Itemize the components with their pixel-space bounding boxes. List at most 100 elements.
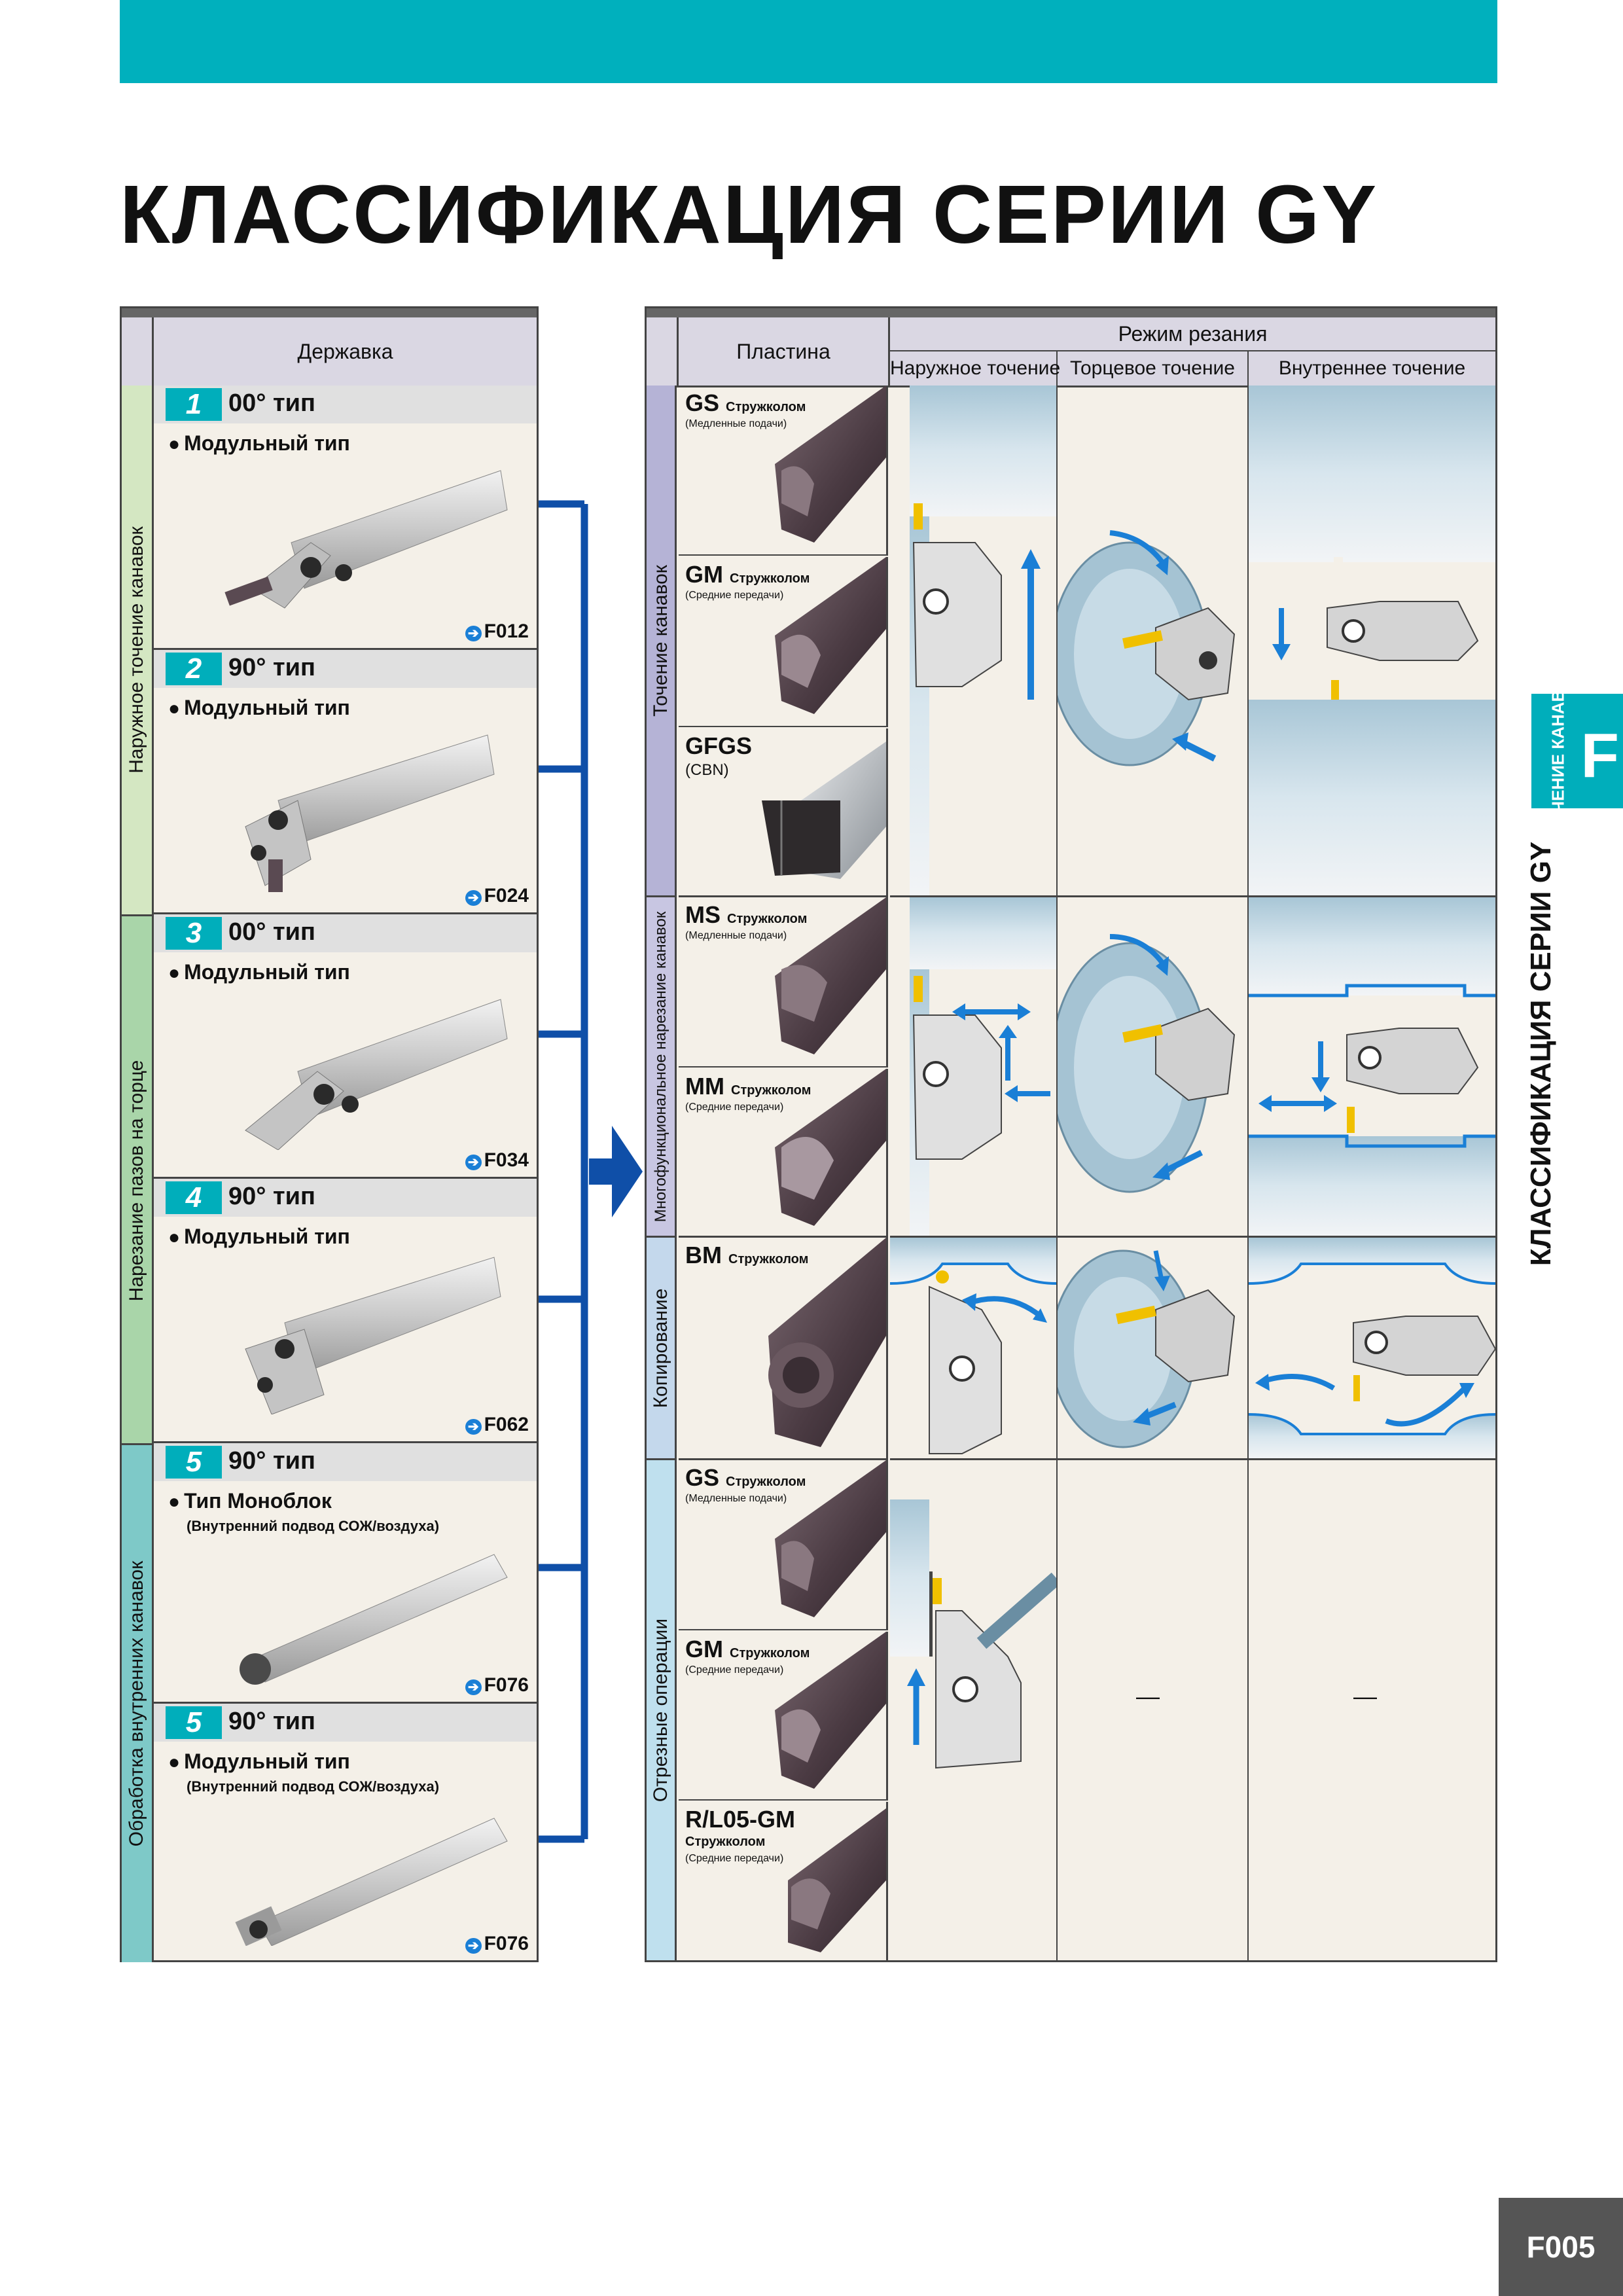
holder-number-badge: 5	[166, 1446, 222, 1479]
holder-tool-image	[235, 1818, 508, 1946]
diagram-parting-face: —	[1058, 1460, 1249, 1960]
insert-group-label: Копирование	[649, 1288, 671, 1408]
holder-row[interactable]: 2 90° тип Модульный тип F024	[154, 650, 537, 914]
insert-group-label: Точение канавок	[649, 564, 671, 717]
insert-cell[interactable]: GM Стружколом (Средние передачи)	[679, 557, 888, 727]
diagram-profile-internal	[1249, 1238, 1495, 1460]
insert-code: GM Стружколом	[685, 561, 810, 588]
holder-group-label: Обработка внутренних канавок	[126, 1560, 147, 1847]
insert-cell[interactable]: GM Стружколом (Средние передачи)	[679, 1632, 888, 1801]
holder-type: 90° тип	[228, 1708, 315, 1735]
holder-tool-image	[245, 1257, 501, 1414]
holder-kind: Модульный тип	[168, 696, 350, 720]
section-tab-letter: F	[1580, 721, 1619, 791]
section-tab-label: ТОЧЕНИЕ КАНАВОК	[1548, 666, 1568, 836]
insert-code: GS Стружколом	[685, 1464, 806, 1491]
diagram-multi-face	[1058, 897, 1249, 1238]
insert-group-multifunction: Многофункциональное нарезание канавок	[647, 897, 677, 1238]
holder-page-link[interactable]: F076	[465, 1674, 529, 1696]
insert-image	[775, 1460, 886, 1617]
holder-row[interactable]: 1 00° тип Модульный тип F012	[154, 386, 537, 650]
holder-group-face: Нарезание пазов на торце	[122, 914, 154, 1445]
insert-image	[775, 1632, 886, 1789]
not-applicable-mark: —	[1136, 1683, 1160, 1710]
insert-group-label: Отрезные операции	[649, 1618, 671, 1803]
holder-row[interactable]: 4 90° тип Модульный тип F062	[154, 1179, 537, 1443]
holder-tool-image	[240, 1554, 508, 1685]
holder-tool-image	[245, 734, 495, 892]
holder-row[interactable]: 5 90° тип Тип Моноблок (Внутренний подво…	[154, 1443, 537, 1704]
insert-table: Пластина Режим резания Наружное точение …	[645, 306, 1497, 1962]
column-internal: Внутреннее точение	[1278, 357, 1466, 379]
holder-note: (Внутренний подвод СОЖ/воздуха)	[187, 1518, 440, 1534]
holder-table: Державка Наружное точение канавок Нареза…	[120, 306, 539, 1962]
holder-page-link[interactable]: F076	[465, 1933, 529, 1955]
connector-bracket	[539, 500, 588, 1843]
insert-cell[interactable]: MS Стружколом (Медленные подачи)	[679, 897, 888, 1067]
holder-group-label: Наружное точение канавок	[126, 526, 147, 774]
insert-table-header: Пластина Режим резания Наружное точение …	[647, 317, 1495, 387]
insert-code: MS Стружколом	[685, 901, 808, 928]
insert-image	[788, 1808, 886, 1952]
diagram-profile-face	[1058, 1238, 1249, 1460]
insert-feed: (Медленные подачи)	[685, 1493, 787, 1504]
header-corner	[122, 317, 154, 386]
holder-group-label: Нарезание пазов на торце	[126, 1060, 147, 1302]
insert-image	[775, 897, 886, 1054]
holder-page-link[interactable]: F012	[465, 620, 529, 643]
holder-kind: Тип Моноблок	[168, 1489, 332, 1513]
insert-group-profiling: Копирование	[647, 1238, 677, 1460]
insert-image	[768, 1238, 886, 1447]
diagram-grooving-external	[890, 386, 1058, 897]
insert-feed: (Средние передачи)	[685, 1102, 784, 1113]
holder-type: 90° тип	[228, 1183, 315, 1210]
column-face: Торцевое точение	[1058, 351, 1249, 386]
column-external: Наружное точение	[890, 351, 1060, 386]
holder-kind: Модульный тип	[168, 1749, 350, 1774]
holder-number-badge: 2	[166, 653, 222, 685]
insert-cell[interactable]: GS Стружколом (Медленные подачи)	[679, 1460, 888, 1630]
section-tab[interactable]: F	[1531, 694, 1623, 808]
holder-page-link[interactable]: F034	[465, 1149, 529, 1172]
holder-number-badge: 1	[166, 388, 222, 421]
insert-feed: (Медленные подачи)	[685, 418, 787, 429]
insert-cell[interactable]: MM Стружколом (Средние передачи)	[679, 1069, 888, 1238]
holder-row[interactable]: 3 00° тип Модульный тип F034	[154, 914, 537, 1179]
insert-code: BM Стружколом	[685, 1242, 809, 1268]
holder-tool-image	[224, 470, 508, 609]
diagram-grooving-internal	[1249, 386, 1495, 897]
holder-page-link[interactable]: F024	[465, 885, 529, 907]
insert-feed: (Средние передачи)	[685, 1853, 784, 1864]
insert-cell[interactable]: BM Стружколом	[679, 1238, 888, 1460]
top-accent-bar	[120, 0, 1497, 83]
insert-code: GFGS	[685, 732, 753, 759]
holder-kind: Модульный тип	[168, 1225, 350, 1249]
cutting-mode-header: Режим резания	[890, 317, 1495, 351]
holder-group-external: Наружное точение канавок	[122, 386, 154, 914]
insert-feed: (Медленные подачи)	[685, 930, 787, 941]
header-corner	[647, 317, 679, 386]
insert-code: GS Стружколом	[685, 389, 806, 416]
insert-cell[interactable]: GS Стружколом (Медленные подачи)	[679, 386, 888, 556]
insert-group-grooving: Точение канавок	[647, 386, 677, 897]
insert-header-label: Пластина	[679, 317, 890, 386]
holder-header-label: Державка	[297, 340, 393, 363]
table-top-rule	[647, 308, 1495, 317]
diagram-parting-external	[890, 1460, 1058, 1960]
holder-type: 00° тип	[228, 918, 315, 946]
insert-cell[interactable]: GFGS (CBN)	[679, 728, 888, 897]
not-applicable-mark: —	[1353, 1683, 1377, 1710]
holder-row[interactable]: 5 90° тип Модульный тип (Внутренний подв…	[154, 1704, 537, 1960]
insert-cell[interactable]: R/L05-GM Стружколом (Средние передачи)	[679, 1802, 888, 1960]
insert-image	[775, 386, 886, 543]
diagram-parting-internal: —	[1249, 1460, 1495, 1960]
holder-group-internal: Обработка внутренних канавок	[122, 1443, 154, 1962]
side-vertical-title: КЛАССИФИКАЦИЯ СЕРИИ GY	[1525, 841, 1557, 1266]
diagram-multi-external	[890, 897, 1058, 1238]
diagram-grooving-face	[1058, 386, 1249, 897]
diagram-multi-internal	[1249, 897, 1495, 1238]
holder-page-link[interactable]: F062	[465, 1414, 529, 1436]
insert-code: MM Стружколом	[685, 1073, 812, 1100]
diagram-profile-external	[890, 1238, 1058, 1460]
table-top-rule	[122, 308, 537, 317]
